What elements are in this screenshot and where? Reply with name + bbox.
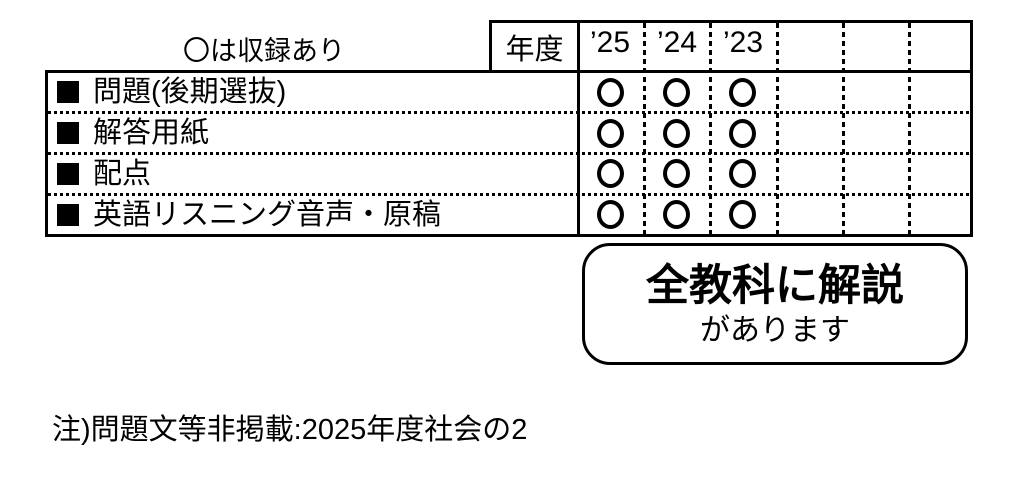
- row-label: 英語リスニング音声・原稿: [93, 198, 442, 231]
- included-circle: [662, 118, 690, 148]
- row-divider-dotted: [48, 111, 970, 114]
- column-divider-solid: [577, 20, 580, 237]
- included-circle: [728, 159, 756, 188]
- column-divider-dotted: [842, 23, 845, 234]
- table-row: 解答用紙: [48, 114, 970, 152]
- column-divider-dotted: [643, 23, 646, 234]
- row-label: 解答用紙: [93, 116, 210, 149]
- included-circle: [596, 199, 624, 229]
- callout-line1: 全教科に解説: [646, 261, 904, 310]
- callout-box: 全教科に解説 があります: [582, 243, 968, 365]
- table-row: 問題(後期選抜): [48, 73, 970, 111]
- row-divider-dotted: [48, 152, 970, 155]
- bullet-square-icon: [57, 163, 79, 185]
- year-strip-right-border: [970, 20, 973, 73]
- table-row: 配点: [48, 155, 970, 193]
- included-circle: [728, 199, 756, 229]
- row-label: 問題(後期選抜): [93, 75, 287, 108]
- column-divider-dotted: [908, 23, 911, 234]
- included-circle: [662, 199, 690, 229]
- year-label-25: ’25: [589, 26, 631, 59]
- legend-note: 〇は収録あり: [183, 36, 345, 66]
- bullet-square-icon: [57, 81, 79, 103]
- included-circle: [728, 78, 756, 107]
- column-divider-dotted: [776, 23, 779, 234]
- included-circle: [728, 118, 756, 148]
- year-strip-top-border: [577, 20, 973, 23]
- row-divider-dotted: [48, 193, 970, 196]
- included-circle: [596, 118, 624, 148]
- column-divider-dotted: [709, 23, 712, 234]
- bullet-square-icon: [57, 122, 79, 144]
- row-label: 配点: [93, 157, 152, 190]
- included-circle: [662, 159, 690, 188]
- year-label-23: ’23: [722, 26, 764, 59]
- included-circle: [596, 78, 624, 107]
- year-header-cell: 年度: [489, 20, 580, 73]
- contents-table: 問題(後期選抜) 解答用紙 配点 英語リスニング音声・原稿: [45, 70, 973, 237]
- callout-line2: があります: [700, 313, 850, 347]
- table-row: 英語リスニング音声・原稿: [48, 196, 970, 234]
- included-circle: [662, 78, 690, 107]
- year-label-24: ’24: [656, 26, 698, 59]
- included-circle: [596, 159, 624, 188]
- year-header-label: 年度: [505, 33, 564, 66]
- bullet-square-icon: [57, 204, 79, 226]
- footnote: 注)問題文等非掲載:2025年度社会の2: [52, 414, 528, 446]
